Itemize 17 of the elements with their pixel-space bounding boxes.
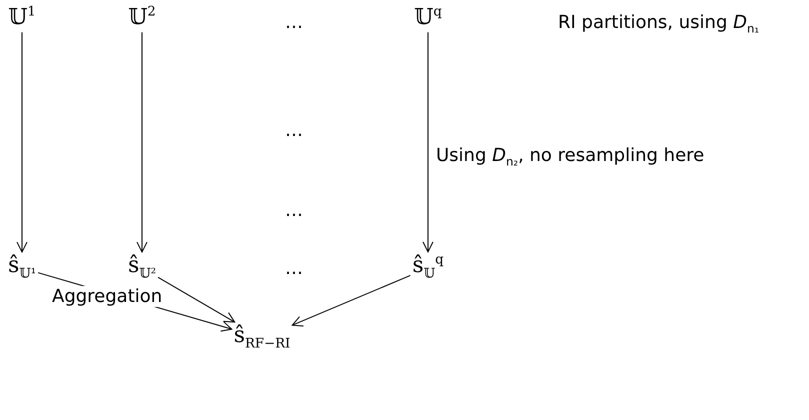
ellipsis: … [285, 120, 303, 141]
ellipsis: … [285, 258, 303, 279]
edge-label: Aggregation [52, 286, 162, 307]
arrow [158, 276, 236, 323]
math-symbol: 𝕌$^{1}$ [8, 6, 36, 30]
arrow [136, 32, 148, 253]
math-symbol: ŝ$_{𝕌²}$ [128, 254, 156, 282]
arrow [16, 32, 28, 253]
math-symbol: ŝ$_{RF−RI}$ [234, 324, 290, 352]
math-symbol: ŝ$_{𝕌¹}$ [8, 254, 36, 282]
math-symbol: 𝕌$^{2}$ [128, 6, 156, 30]
ellipsis: … [285, 12, 303, 33]
note-text: RI partitions, using D$_{n₁}$ [558, 12, 760, 36]
arrow [422, 32, 434, 252]
arrow [292, 274, 411, 326]
ellipsis: … [285, 200, 303, 221]
math-symbol: 𝕌$^{q}$ [414, 6, 442, 30]
